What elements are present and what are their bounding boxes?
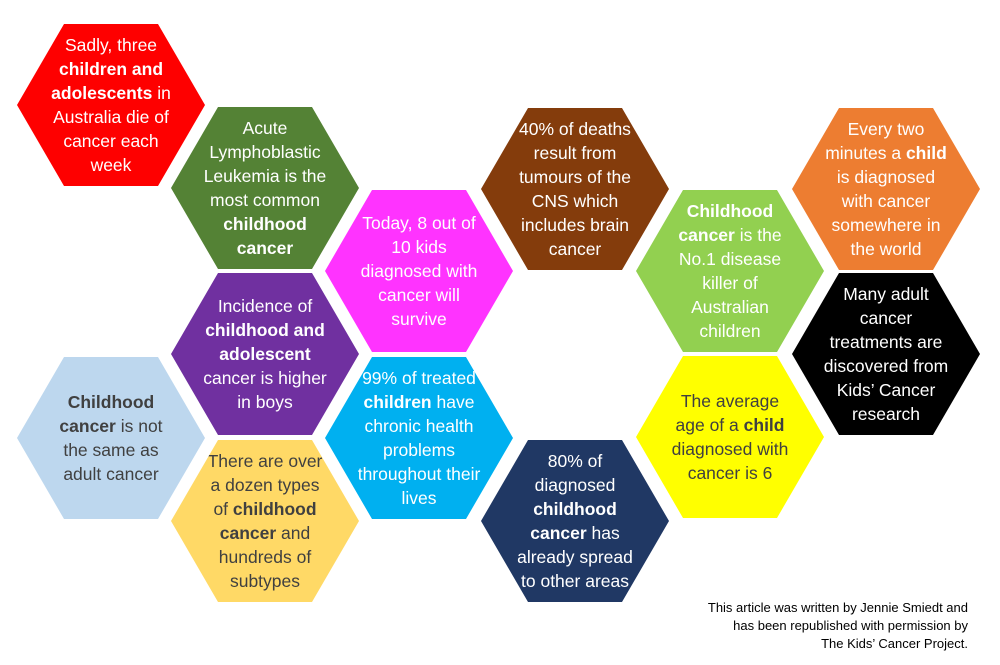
hex-text-bold: childhood and adolescent: [205, 320, 325, 364]
hex-text-bold: child: [743, 415, 785, 435]
hex-text: 40% of deaths result from tumours of the…: [511, 117, 639, 261]
hex-text: Many adult cancer treatments are discove…: [822, 282, 950, 426]
hex-red: Sadly, three children and adolescents in…: [17, 24, 205, 186]
hex-text-run: Every two minutes a: [825, 119, 925, 163]
hex-text-run: Today, 8 out of 10 kids diagnosed with c…: [360, 213, 478, 329]
hex-text-run: There are over a dozen types of: [207, 451, 323, 519]
hex-orange: Every two minutes a child is diagnosed w…: [792, 108, 980, 270]
credit-line: The Kids’ Cancer Project.: [821, 636, 968, 651]
hex-text-bold: childhood cancer: [530, 499, 617, 543]
hex-text: Childhood cancer is the No.1 disease kil…: [666, 199, 794, 343]
hex-text-bold: childhood cancer: [223, 214, 307, 258]
hex-text-run: 80% of diagnosed: [534, 451, 616, 495]
credit-line: This article was written by Jennie Smied…: [707, 600, 968, 615]
hex-black: Many adult cancer treatments are discove…: [792, 273, 980, 435]
hex-text-run: is diagnosed with cancer somewhere in th…: [831, 167, 941, 259]
hex-text-run: is the No.1 disease killer of Australian…: [678, 225, 782, 341]
hex-navy: 80% of diagnosed childhood cancer has al…: [481, 440, 669, 602]
hex-text-run: in Australia die of cancer each week: [53, 83, 171, 175]
hex-text-run: Incidence of: [217, 296, 313, 316]
hex-text: Acute Lymphoblastic Leukemia is the most…: [201, 116, 329, 260]
hex-text: 80% of diagnosed childhood cancer has al…: [511, 449, 639, 593]
hex-text-run: and hundreds of subtypes: [218, 523, 312, 591]
hex-text-run: has already spread to other areas: [517, 523, 633, 591]
hex-text: Today, 8 out of 10 kids diagnosed with c…: [355, 211, 483, 331]
hex-text: Childhood cancer is not the same as adul…: [47, 390, 175, 486]
hex-text-run: is not the same as adult cancer: [63, 416, 163, 484]
hex-text-run: diagnosed with cancer is 6: [671, 439, 789, 483]
hex-olive-green: Acute Lymphoblastic Leukemia is the most…: [171, 107, 359, 269]
hex-text: There are over a dozen types of childhoo…: [201, 449, 329, 593]
hex-text-bold: Childhood cancer: [59, 392, 155, 436]
hex-purple: Incidence of childhood and adolescent ca…: [171, 273, 359, 435]
credit-note: This article was written by Jennie Smied…: [648, 599, 968, 653]
hex-text-run: The average age of a: [675, 391, 780, 435]
hex-pale-yellow: There are over a dozen types of childhoo…: [171, 440, 359, 602]
hex-text-bold: children: [363, 392, 432, 412]
hex-text: Incidence of childhood and adolescent ca…: [201, 294, 329, 414]
hex-text: Every two minutes a child is diagnosed w…: [822, 117, 950, 261]
hex-text-bold: Childhood cancer: [678, 201, 774, 245]
hex-text-bold: child: [905, 143, 947, 163]
hex-text-bold: childhood cancer: [219, 499, 317, 543]
hex-magenta: Today, 8 out of 10 kids diagnosed with c…: [325, 190, 513, 352]
hex-yellow: The average age of a child diagnosed wit…: [636, 356, 824, 518]
hex-text-run: Sadly, three: [64, 35, 158, 55]
hex-text-bold: children and adolescents: [51, 59, 164, 103]
hex-brown: 40% of deaths result from tumours of the…: [481, 108, 669, 270]
hex-text: Sadly, three children and adolescents in…: [47, 33, 175, 177]
hex-cyan: 99% of treated children have chronic hea…: [325, 357, 513, 519]
hex-text-run: 40% of deaths result from tumours of the…: [519, 119, 631, 259]
hex-text-run: Many adult cancer treatments are discove…: [823, 284, 949, 424]
hex-text: The average age of a child diagnosed wit…: [666, 389, 794, 485]
hex-text-run: have chronic health problems throughout …: [357, 392, 481, 508]
hex-text-run: Acute Lymphoblastic Leukemia is the most…: [203, 118, 327, 210]
hex-text-run: 99% of treated: [362, 368, 476, 388]
hex-text: 99% of treated children have chronic hea…: [355, 366, 483, 510]
hex-text-run: cancer is higher in boys: [203, 368, 327, 412]
hex-light-blue: Childhood cancer is not the same as adul…: [17, 357, 205, 519]
hex-light-green: Childhood cancer is the No.1 disease kil…: [636, 190, 824, 352]
credit-line: has been republished with permission by: [733, 618, 968, 633]
